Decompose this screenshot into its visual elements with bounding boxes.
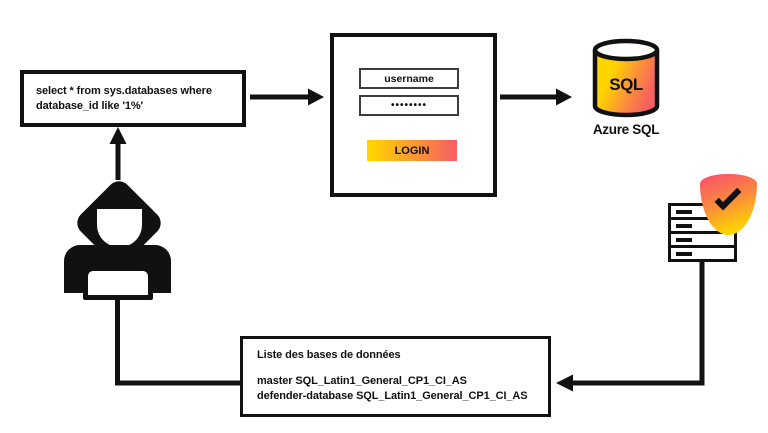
server-led bbox=[676, 238, 692, 242]
password-input[interactable]: •••••••• bbox=[359, 95, 459, 116]
sql-cylinder-icon: SQL bbox=[592, 38, 660, 118]
arrow-query-to-login bbox=[250, 88, 324, 106]
database-list-row: defender-database SQL_Latin1_General_CP1… bbox=[257, 390, 528, 402]
connector-results-to-hacker bbox=[115, 298, 240, 386]
login-button[interactable]: LOGIN bbox=[367, 140, 457, 161]
login-form: username •••••••• LOGIN bbox=[330, 33, 497, 197]
sql-query-box: select * from sys.databases where databa… bbox=[20, 70, 246, 127]
database-list-title: Liste des bases de données bbox=[257, 349, 401, 361]
username-input[interactable]: username bbox=[359, 68, 459, 89]
arrow-login-to-azure bbox=[500, 88, 572, 106]
hacker-face bbox=[97, 209, 142, 247]
connector-server-to-results bbox=[556, 261, 705, 392]
database-list-box: Liste des bases de données master SQL_La… bbox=[240, 336, 551, 417]
server-led bbox=[676, 224, 692, 228]
server-led bbox=[676, 252, 692, 256]
checkmark-icon bbox=[714, 183, 742, 211]
hooded-attacker-icon bbox=[62, 163, 172, 300]
azure-sql-group: SQL Azure SQL bbox=[585, 38, 667, 138]
hacker-laptop bbox=[83, 266, 153, 300]
sql-query-line2: database_id like '1%' bbox=[36, 99, 144, 112]
sql-cylinder-label: SQL bbox=[609, 75, 643, 94]
sql-query-line1: select * from sys.databases where bbox=[36, 84, 212, 97]
server-led bbox=[676, 210, 692, 214]
database-list-row: master SQL_Latin1_General_CP1_CI_AS bbox=[257, 375, 467, 387]
server-slat bbox=[668, 245, 737, 262]
azure-sql-caption: Azure SQL bbox=[592, 122, 660, 137]
